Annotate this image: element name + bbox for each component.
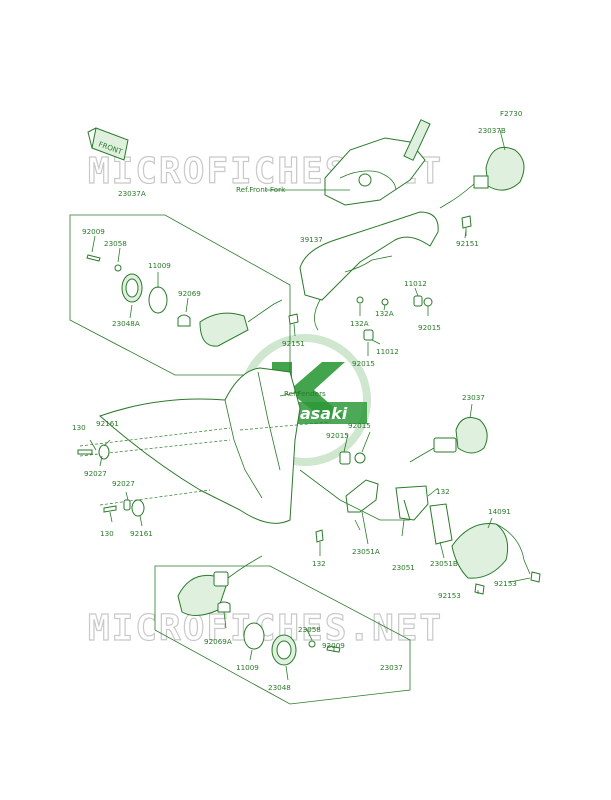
label-92015-b: 92015 (326, 431, 349, 440)
label-14091: 14091 (488, 507, 511, 516)
label-92069: 92069 (178, 289, 201, 298)
label-23051B: 23051B (430, 559, 458, 568)
ref-front-fork: Ref.Front Fork (236, 185, 286, 194)
label-92015-mid: 92015 (352, 359, 375, 368)
front-fairing (79, 367, 331, 524)
label-92069A: 92069A (204, 637, 232, 646)
label-23037A: 23037A (118, 189, 146, 198)
leader-lines (89, 129, 531, 681)
label-92015-a: 92015 (348, 421, 371, 430)
front-arrow-icon: FRONT (87, 127, 129, 161)
ref-fenders: Ref.Fenders (284, 389, 326, 398)
label-92161-bot: 92161 (130, 529, 153, 538)
label-92151-right: 92151 (456, 239, 479, 248)
label-11012-mid: 11012 (376, 347, 399, 356)
fender-14091 (451, 522, 541, 595)
group-23037-bottom (154, 555, 411, 705)
label-23037-right: 23037 (462, 393, 485, 402)
label-23058-bot: 23058 (298, 625, 321, 634)
bracket-23051 (299, 469, 453, 545)
label-92151-mid: 92151 (282, 339, 305, 348)
label-92009-bot: 92009 (322, 641, 345, 650)
label-23051: 23051 (392, 563, 415, 572)
front-fork (324, 119, 431, 206)
label-11009-bot: 11009 (236, 663, 259, 672)
label-92015-right: 92015 (418, 323, 441, 332)
label-23037-bot: 23037 (380, 663, 403, 672)
label-23037B: 23037B (478, 126, 506, 135)
diagram-code: F2730 (500, 109, 523, 118)
label-132A-a: 132A (350, 319, 369, 328)
watermark-bottom: MICROFICHES.NET (88, 608, 443, 649)
signal-23037B (439, 146, 525, 236)
label-130-bot: 130 (100, 529, 114, 538)
label-39137: 39137 (300, 235, 323, 244)
label-132A-b: 132A (375, 309, 394, 318)
label-92027-b: 92027 (112, 479, 135, 488)
label-132-right: 132 (436, 487, 450, 496)
label-92153-b: 92153 (438, 591, 461, 600)
label-92009-top: 92009 (82, 227, 105, 236)
label-11012-right: 11012 (404, 279, 427, 288)
label-11009-top: 11009 (148, 261, 171, 270)
label-130-top: 130 (72, 423, 86, 432)
signal-23037 (339, 417, 488, 465)
label-132-bot: 132 (312, 559, 326, 568)
label-92161-top: 92161 (96, 419, 119, 428)
label-23048: 23048 (268, 683, 291, 692)
bracket-39137 (288, 211, 439, 341)
label-92027-a: 92027 (84, 469, 107, 478)
label-23048A: 23048A (112, 319, 140, 328)
label-23058-top: 23058 (104, 239, 127, 248)
part-labels: 23037A 23037B Ref.Front Fork 92009 23058… (72, 126, 517, 692)
label-92153-a: 92153 (494, 579, 517, 588)
hardware-left (77, 444, 145, 517)
group-23037A (69, 214, 291, 376)
label-23051A: 23051A (352, 547, 380, 556)
